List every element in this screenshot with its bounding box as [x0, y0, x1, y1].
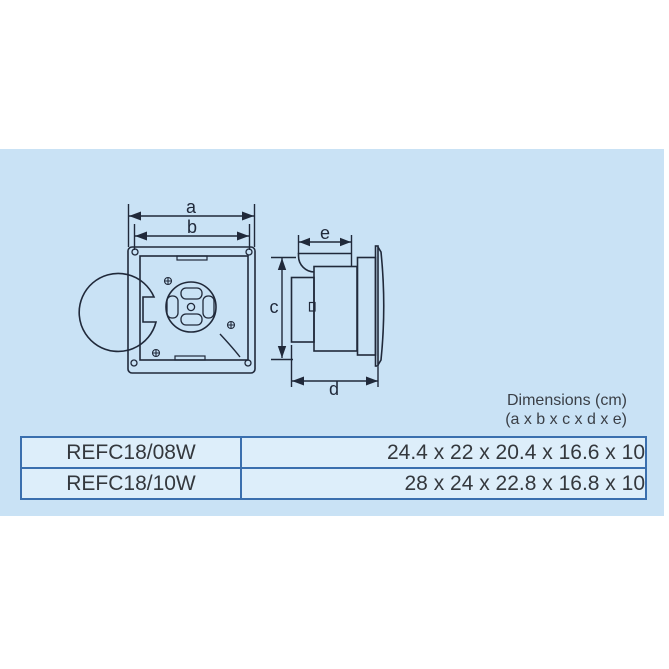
- dimensions-table: REFC18/08W 24.4 x 22 x 20.4 x 16.6 x 10 …: [20, 436, 647, 500]
- screw-icon: [151, 276, 236, 358]
- impeller-blade-cutouts: [166, 287, 215, 326]
- back-plate: [374, 245, 379, 367]
- impeller-hub: [186, 302, 196, 312]
- front-cover-profile: [377, 246, 385, 366]
- front-view-drawing: [78, 246, 256, 374]
- dimensions-value-cell: 28 x 24 x 22.8 x 16.8 x 10: [240, 467, 647, 500]
- front-panel-outline: [127, 246, 256, 374]
- dimension-label-e: e: [320, 223, 330, 243]
- adapter-section: [356, 256, 377, 356]
- dimension-label-b: b: [187, 217, 197, 237]
- model-name-cell: REFC18/10W: [20, 467, 242, 500]
- dimension-e: [297, 235, 353, 266]
- dimension-label-d: d: [329, 379, 339, 399]
- impeller-ring: [165, 281, 217, 333]
- housing-block: [313, 265, 358, 352]
- dimension-label-a: a: [186, 197, 197, 217]
- duct-top-profile: [297, 252, 352, 273]
- dimension-c: [271, 256, 296, 361]
- dimensions-value-cell: 24.4 x 22 x 20.4 x 16.6 x 10: [240, 436, 647, 469]
- volute-outline: [78, 272, 158, 353]
- dimensions-note: Dimensions (cm) (a x b x c x d x e): [505, 391, 627, 429]
- table-row: REFC18/08W 24.4 x 22 x 20.4 x 16.6 x 10: [20, 436, 647, 469]
- dimensions-note-title: Dimensions (cm): [506, 392, 627, 409]
- table-row: REFC18/10W 28 x 24 x 22.8 x 16.8 x 10: [20, 467, 647, 500]
- volute-tail: [219, 333, 241, 358]
- motor-housing: [290, 276, 315, 343]
- model-name-cell: REFC18/08W: [20, 436, 242, 469]
- dimension-a: [127, 204, 256, 247]
- dimension-label-c: c: [270, 297, 279, 317]
- dimension-b: [133, 224, 251, 250]
- bottom-slot: [174, 355, 206, 361]
- motor-tab: [308, 301, 316, 312]
- dimensions-note-formula: (a x b x c x d x e): [505, 411, 627, 428]
- top-slot: [176, 255, 208, 261]
- dimension-d: [290, 345, 379, 387]
- side-view-drawing: [290, 245, 385, 367]
